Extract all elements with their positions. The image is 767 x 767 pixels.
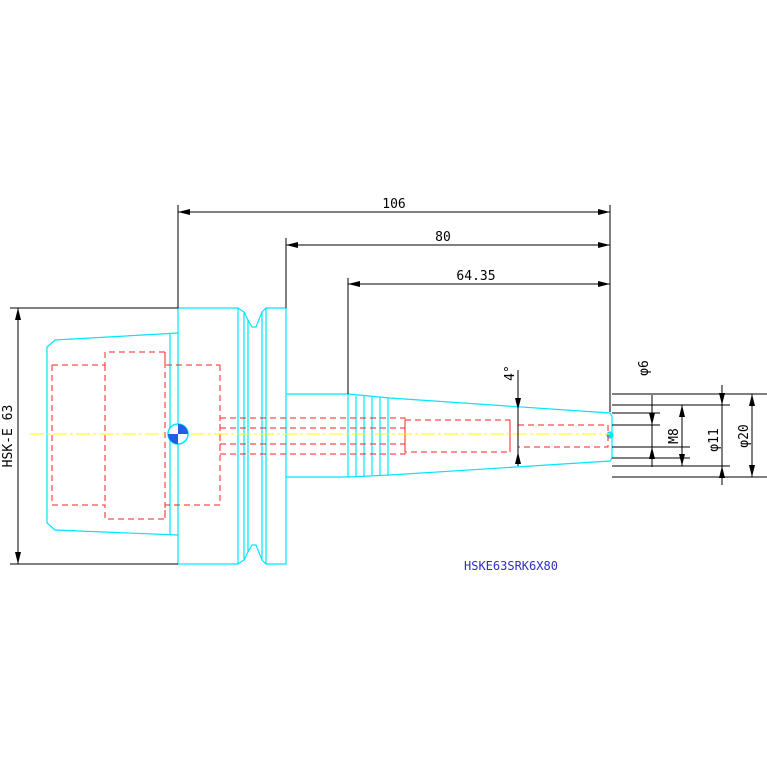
dim-body-diameter: φ20 <box>737 424 752 447</box>
dim-taper-length: 64.35 <box>456 269 495 284</box>
dim-overall-length: 106 <box>382 197 405 212</box>
dim-flange-size: HSK-E 63 <box>1 405 16 468</box>
dimension-lines <box>10 205 767 565</box>
holder-outline <box>46 307 614 565</box>
dim-bore-diameter: φ6 <box>637 360 652 376</box>
v-groove <box>237 307 287 394</box>
dim-taper-angle: 4° <box>503 365 518 381</box>
hsk-shank <box>46 332 179 536</box>
part-label: HSKE63SRK6X80 <box>464 559 558 573</box>
dim-thread: M8 <box>667 428 682 444</box>
dim-gauge-length: 80 <box>435 230 451 245</box>
dim-nose-diameter: φ11 <box>707 428 722 451</box>
origin-symbol-icon <box>167 423 189 445</box>
hidden-features <box>51 351 609 520</box>
arrowheads <box>15 209 755 564</box>
